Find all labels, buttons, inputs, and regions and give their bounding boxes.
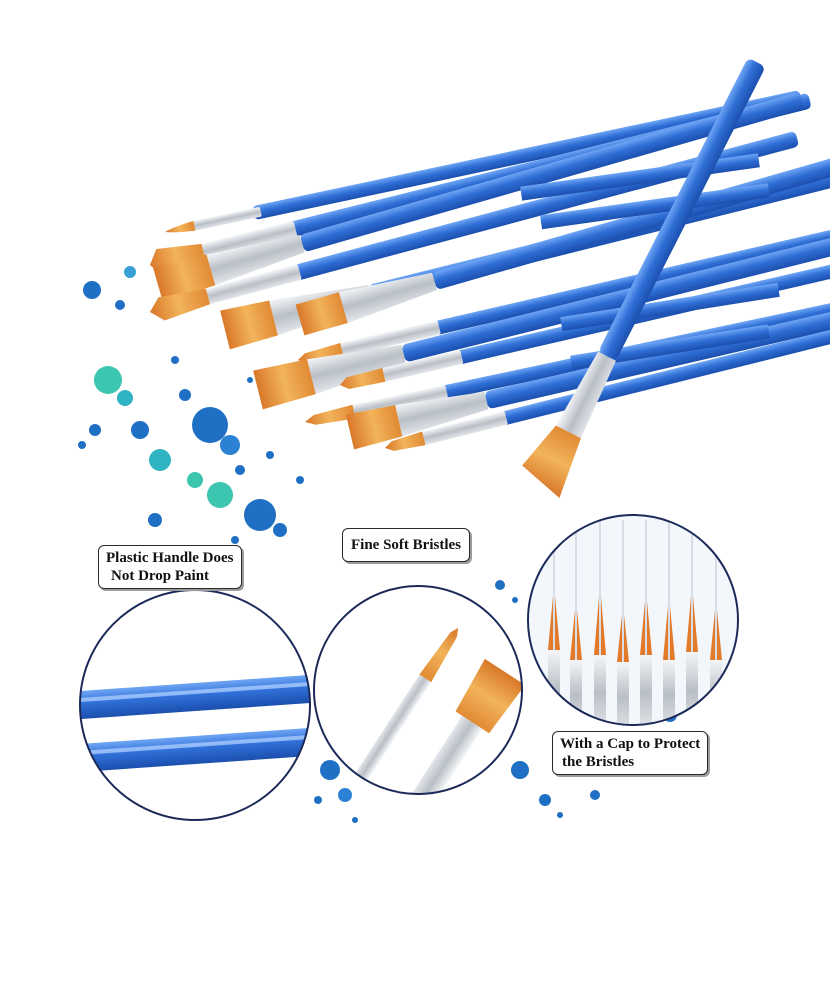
callout-cap-line1: With a Cap to Protect xyxy=(560,736,701,752)
paint-brush-icon xyxy=(165,90,802,233)
callout-handle-line1: Plastic Handle Does xyxy=(106,550,234,566)
callout-bristles: Fine Soft Bristles xyxy=(342,528,470,562)
magnifier-lens-icon xyxy=(79,589,311,821)
callout-handle-line2: Not Drop Paint xyxy=(111,568,210,584)
callout-cap: With a Cap to Protect the Bristles xyxy=(552,731,709,775)
callout-cap-line2: the Bristles xyxy=(562,754,635,770)
paint-splash-icon xyxy=(78,266,677,823)
callout-bristles-text: Fine Soft Bristles xyxy=(351,537,461,553)
callout-handle: Plastic Handle Does Not Drop Paint xyxy=(98,545,242,589)
paint-brush-icon xyxy=(153,92,804,303)
paint-brush-icon xyxy=(522,59,764,499)
magnifier-lens-icon xyxy=(313,585,523,795)
magnifier-lens-icon xyxy=(527,514,739,726)
